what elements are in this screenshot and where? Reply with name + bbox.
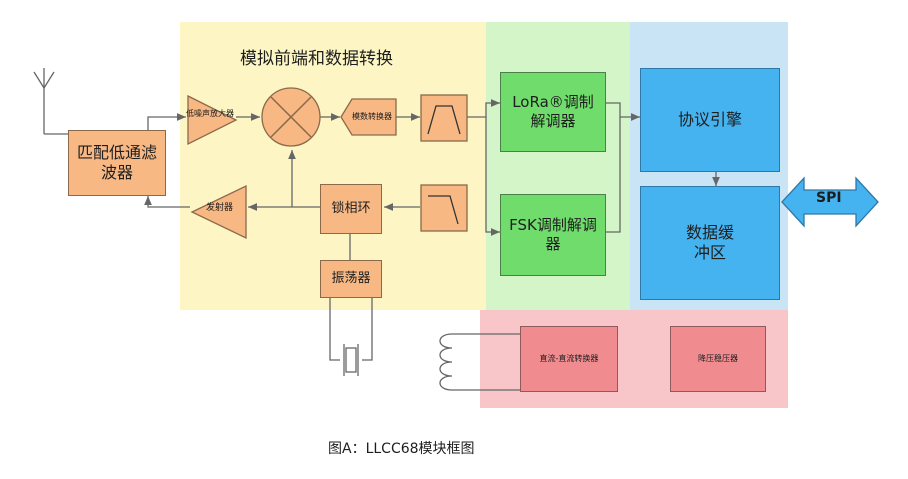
protocol-engine-block: 协议引擎 <box>640 68 780 172</box>
antenna-icon <box>33 68 68 135</box>
spi-label: SPI <box>816 190 842 206</box>
lowpass-filter-icon <box>420 184 468 232</box>
lna-triangle-icon <box>187 94 238 146</box>
data-buffer-block: 数据缓冲区 <box>640 186 780 300</box>
spi-arrow-icon <box>781 176 879 228</box>
figure-caption: 图A：LLCC68模块框图 <box>328 441 475 457</box>
crystal-icon <box>329 298 373 376</box>
bandpass-filter-icon <box>420 94 468 142</box>
mixer-icon <box>261 87 321 147</box>
dcdc-converter-block: 直流-直流转换器 <box>520 326 618 392</box>
pll-block: 锁相环 <box>320 184 382 234</box>
adc-label: 模数转换器 <box>352 112 392 121</box>
oscillator-block: 振荡器 <box>320 260 382 298</box>
matching-lowpass-filter-block: 匹配低通滤波器 <box>68 130 166 196</box>
adc-shape-icon <box>340 98 397 136</box>
pa-label: 发射器 <box>206 203 234 213</box>
inductor-icon <box>439 333 520 391</box>
ldo-regulator-block: 降压稳压器 <box>670 326 766 392</box>
lna-label: 低噪声放大器 <box>186 109 234 118</box>
fsk-modem-block: FSK调制解调器 <box>500 194 606 276</box>
rf-zone-title: 模拟前端和数据转换 <box>240 49 393 69</box>
pa-triangle-icon <box>190 184 247 240</box>
lora-modem-block: LoRa®调制解调器 <box>500 72 606 152</box>
